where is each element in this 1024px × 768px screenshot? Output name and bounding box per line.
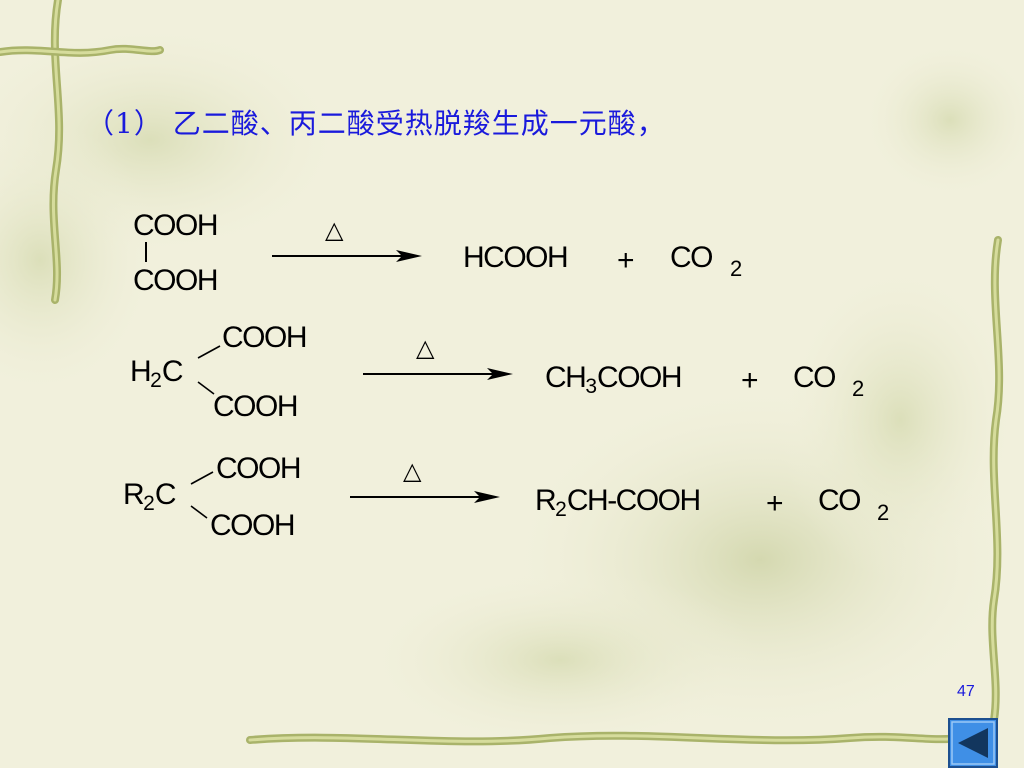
r2-reactant-center: H2C xyxy=(130,355,184,392)
r3-product-sub: 2 xyxy=(555,498,567,521)
back-button[interactable] xyxy=(948,718,998,768)
r3-branch-bonds xyxy=(190,471,214,519)
r3-reactant-bottom: COOH xyxy=(210,509,296,542)
r3-reactant-center: R2C xyxy=(123,478,177,515)
r2-reaction-arrow xyxy=(363,368,513,380)
r2-heat-symbol: △ xyxy=(416,334,435,362)
r1-single-bond xyxy=(145,242,147,262)
r2-reactant-center-sub: 2 xyxy=(150,369,162,392)
r3-product-co: CO xyxy=(818,484,862,517)
r1-plus: + xyxy=(617,244,635,277)
r2-product-co: CO xyxy=(793,361,837,394)
r2-reactant-bottom: COOH xyxy=(213,390,299,423)
r1-product-co-sub: 2 xyxy=(730,256,743,281)
r2-plus: + xyxy=(741,364,759,397)
leaf-blob-top-right xyxy=(860,40,1024,200)
r1-product-main: HCOOH xyxy=(463,241,569,274)
r1-reaction-arrow xyxy=(272,250,422,262)
r2-product-sub: 3 xyxy=(585,375,598,398)
r3-reaction-arrow xyxy=(350,491,500,503)
r2-product-main: CH3COOH xyxy=(545,361,683,398)
r3-plus: + xyxy=(766,487,784,520)
back-triangle-icon xyxy=(958,728,988,758)
r3-product-co-sub: 2 xyxy=(877,500,890,525)
r3-heat-symbol: △ xyxy=(403,457,422,485)
r1-heat-symbol: △ xyxy=(325,216,344,244)
r3-reactant-center-sub: 2 xyxy=(143,492,155,515)
leaf-blob-bottom xyxy=(360,570,760,750)
r3-reactant-top: COOH xyxy=(216,452,302,485)
r3-product-main: R2CH-COOH xyxy=(535,484,701,521)
leaf-blob-left xyxy=(0,120,160,400)
slide-heading: （1） 乙二酸、丙二酸受热脱羧生成一元酸， xyxy=(86,107,666,140)
r1-reactant-bottom: COOH xyxy=(133,264,219,297)
r1-reactant-top: COOH xyxy=(133,209,219,242)
r1-product-co: CO xyxy=(670,241,714,274)
r2-product-co-sub: 2 xyxy=(852,376,865,401)
r2-branch-bonds xyxy=(197,345,221,395)
leaf-blob-right xyxy=(780,260,1020,580)
page-number: 47 xyxy=(957,683,975,700)
r2-reactant-top: COOH xyxy=(222,321,308,354)
